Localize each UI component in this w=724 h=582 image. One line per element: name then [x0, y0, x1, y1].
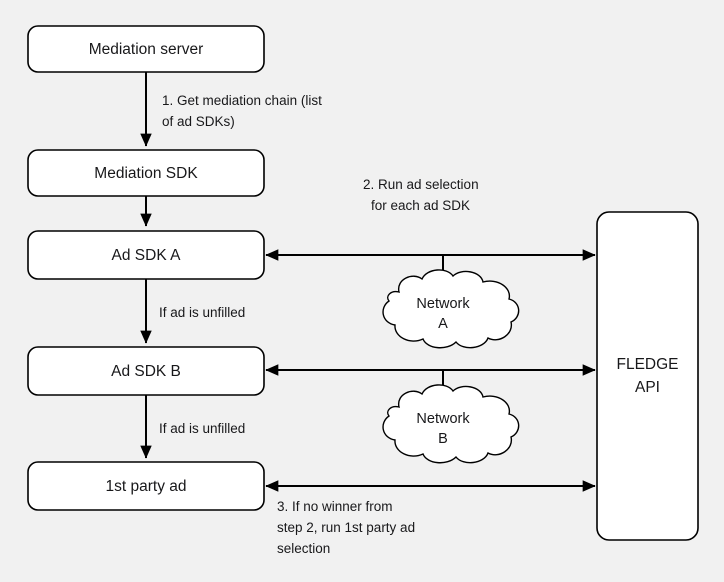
- node-ad-sdk-b[interactable]: [27, 346, 265, 396]
- cloud-network-a[interactable]: Network A: [382, 269, 520, 349]
- cloud-network-b[interactable]: Network B: [382, 384, 520, 464]
- label-step2-line1: 2. Run ad selection: [363, 177, 479, 192]
- cloud-network-a-label-line1: Network: [416, 296, 470, 312]
- cloud-network-b-shape: [382, 384, 520, 464]
- node-first-party-ad[interactable]: [27, 461, 265, 511]
- node-fledge-api-label-line1: FLEDGE: [616, 356, 678, 373]
- node-ad-sdk-b-label: Ad SDK B: [111, 363, 181, 380]
- cloud-network-a-label-line2: A: [438, 316, 448, 332]
- node-fledge-api[interactable]: [596, 211, 699, 541]
- cloud-network-b-label-line1: Network: [416, 411, 470, 427]
- label-step3-line1: 3. If no winner from: [277, 499, 393, 514]
- node-mediation-server-label: Mediation server: [89, 41, 204, 58]
- node-ad-sdk-a-label: Ad SDK A: [112, 247, 182, 264]
- label-unfilled-a: If ad is unfilled: [159, 305, 245, 320]
- label-step2-line2: for each ad SDK: [371, 198, 470, 213]
- node-mediation-server[interactable]: [27, 25, 265, 73]
- label-step1-line1: 1. Get mediation chain (list: [162, 93, 322, 108]
- cloud-network-b-label-line2: B: [438, 431, 448, 447]
- label-step1-line2: of ad SDKs): [162, 114, 235, 129]
- node-mediation-sdk[interactable]: [27, 149, 265, 197]
- node-fledge-api-label-line2: API: [635, 379, 660, 396]
- node-ad-sdk-a[interactable]: [27, 230, 265, 280]
- cloud-network-a-shape: [382, 269, 520, 349]
- node-first-party-ad-label: 1st party ad: [106, 478, 187, 495]
- label-unfilled-b: If ad is unfilled: [159, 421, 245, 436]
- node-mediation-sdk-label: Mediation SDK: [94, 165, 198, 182]
- label-step3-line2: step 2, run 1st party ad: [277, 520, 415, 535]
- label-step3-line3: selection: [277, 541, 330, 556]
